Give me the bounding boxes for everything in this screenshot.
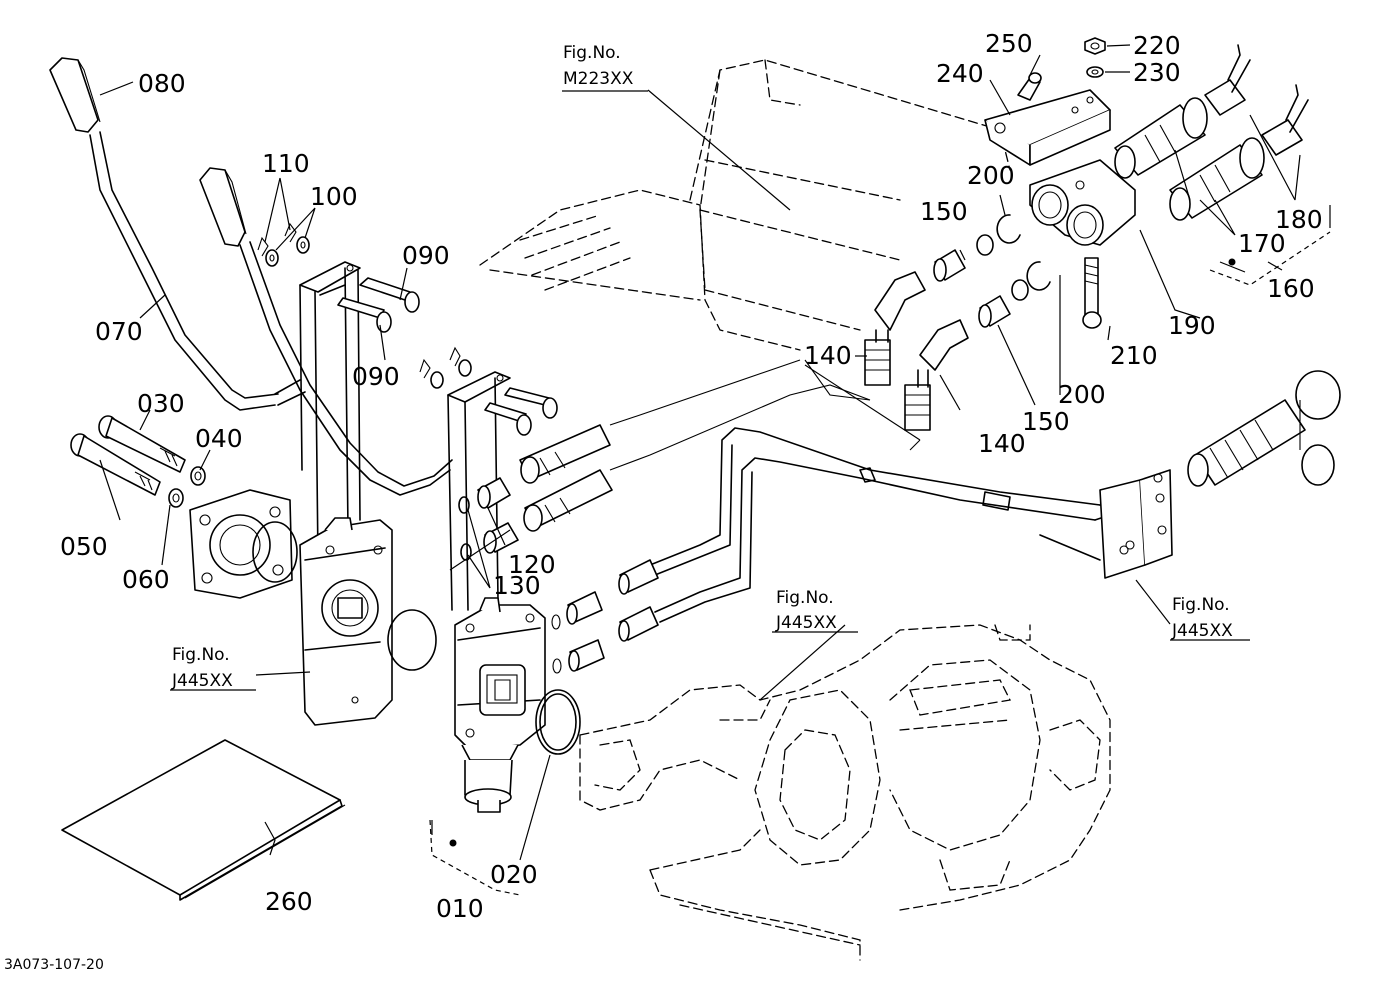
part-label-050[interactable]: 050 (60, 532, 108, 561)
pin-second-lower (484, 402, 532, 436)
o-ring-020 (535, 689, 581, 755)
fig-ref-j445-mid[interactable]: Fig.No. J445XX (775, 588, 837, 633)
washer-040 (190, 466, 206, 486)
hose-lines (609, 359, 921, 471)
part-label-200-lower[interactable]: 200 (1058, 380, 1106, 409)
part-label-080[interactable]: 080 (138, 69, 186, 98)
part-label-070[interactable]: 070 (95, 317, 143, 346)
part-label-190[interactable]: 190 (1168, 311, 1216, 340)
part-label-040[interactable]: 040 (195, 424, 243, 453)
part-label-240[interactable]: 240 (936, 59, 984, 88)
fig-ref-code: M223XX (563, 69, 634, 89)
bolt-210 (1082, 257, 1102, 329)
part-label-150-upper[interactable]: 150 (920, 197, 968, 226)
fig-ref-code: J445XX (171, 671, 233, 691)
part-label-180[interactable]: 180 (1275, 205, 1323, 234)
drawing-code: 3A073-107-20 (4, 957, 104, 973)
leader-lines (99, 44, 1331, 896)
nut-220 (1084, 37, 1106, 55)
fig-ref-title: Fig.No. (563, 43, 621, 63)
part-label-030[interactable]: 030 (137, 389, 185, 418)
part-label-120[interactable]: 120 (508, 550, 556, 579)
fig-ref-code: J445XX (1171, 621, 1233, 641)
part-label-020[interactable]: 020 (490, 860, 538, 889)
part-label-110[interactable]: 110 (262, 149, 310, 178)
pin-090-lower (337, 297, 392, 333)
part-label-170[interactable]: 170 (1238, 229, 1286, 258)
washers-100 (265, 236, 472, 389)
fig-ref-j445-right[interactable]: Fig.No. J445XX (1171, 595, 1233, 641)
o-ring-middle (387, 609, 437, 671)
part-label-130[interactable]: 130 (493, 571, 541, 600)
part-label-200-upper[interactable]: 200 (967, 161, 1015, 190)
coupler-bracket-240 (984, 89, 1111, 166)
part-label-160[interactable]: 160 (1267, 274, 1315, 303)
fig-ref-title: Fig.No. (172, 645, 230, 665)
steel-pipe-lines (649, 427, 1121, 623)
part-label-150-lower[interactable]: 150 (1022, 407, 1070, 436)
part-label-210[interactable]: 210 (1110, 341, 1158, 370)
part-number-labels: 080 070 110 100 090 090 030 040 050 060 … (60, 29, 1323, 923)
pin-090-upper (359, 277, 420, 313)
fig-ref-j445-left[interactable]: Fig.No. J445XX (171, 645, 233, 691)
part-label-140-upper[interactable]: 140 (804, 341, 852, 370)
operator-manual-260 (61, 739, 346, 901)
part-label-260[interactable]: 260 (265, 887, 313, 916)
part-label-220[interactable]: 220 (1133, 31, 1181, 60)
pipe-support-bracket (1039, 469, 1173, 579)
quick-couplers-170 (1114, 97, 1265, 221)
washer-060 (168, 488, 184, 508)
part-label-010[interactable]: 010 (436, 894, 484, 923)
hose-ends-valve (519, 424, 613, 532)
control-valve-section-main (454, 597, 546, 813)
hoses-140 (864, 271, 969, 431)
valve-port-fittings (551, 559, 659, 674)
fig-ref-underlines (170, 90, 1250, 691)
bracket-dots (449, 258, 1236, 847)
part-label-250[interactable]: 250 (985, 29, 1033, 58)
hose-fittings-120 (477, 477, 519, 554)
quick-coupler-right (1187, 370, 1341, 487)
fig-ref-title: Fig.No. (1172, 595, 1230, 615)
part-label-090-upper[interactable]: 090 (402, 241, 450, 270)
snap-rings-200 (976, 214, 1051, 301)
grease-nipple-250 (1017, 72, 1042, 101)
pin-second-upper (504, 387, 558, 419)
washer-230 (1086, 66, 1104, 78)
part-label-140-lower[interactable]: 140 (978, 429, 1026, 458)
bolt-050 (70, 433, 161, 496)
part-label-090-lower[interactable]: 090 (352, 362, 400, 391)
part-label-230[interactable]: 230 (1133, 58, 1181, 87)
coupler-block-190 (1029, 159, 1136, 246)
bolt-030 (98, 415, 186, 473)
end-cover-plate (189, 489, 293, 599)
transmission-outline (579, 624, 1111, 961)
lever-knob-second (199, 167, 247, 247)
lever-knob-080 (49, 57, 101, 133)
fig-ref-code: J445XX (775, 613, 837, 633)
o-ring-left (252, 521, 298, 583)
adapters-150 (933, 249, 1011, 328)
fig-ref-m223[interactable]: Fig.No. M223XX (563, 43, 634, 89)
o-rings-130 (458, 496, 472, 561)
lever-rod-second (239, 241, 453, 496)
part-label-060[interactable]: 060 (122, 565, 170, 594)
dust-caps-180 (1204, 44, 1309, 156)
part-label-100[interactable]: 100 (310, 182, 358, 211)
fig-ref-title: Fig.No. (776, 588, 834, 608)
control-valve-section-left (299, 517, 393, 726)
